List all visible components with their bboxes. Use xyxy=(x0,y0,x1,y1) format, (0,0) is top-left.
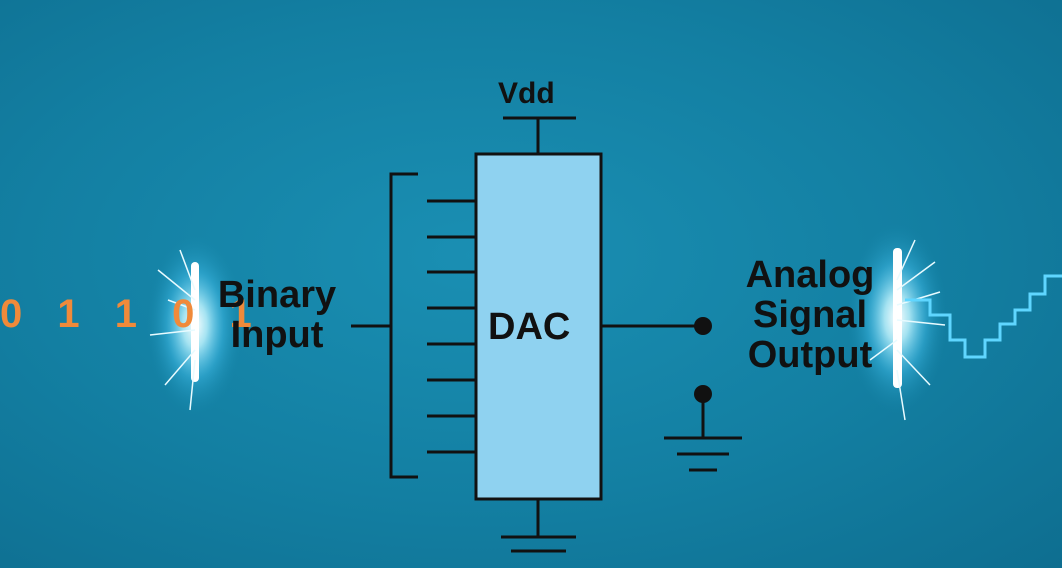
output-terminal xyxy=(694,317,712,335)
ground-symbol xyxy=(664,394,742,472)
input-lines xyxy=(427,199,476,454)
analog-waveform xyxy=(905,274,1062,359)
binary-input-line2: Input xyxy=(230,313,324,356)
analog-output-line1: Analog xyxy=(745,254,875,296)
analog-output-line3: Output xyxy=(747,333,873,376)
input-bracket xyxy=(351,172,418,479)
dac-ground xyxy=(501,499,576,553)
vdd-rail xyxy=(503,116,576,154)
vdd-label: Vdd xyxy=(498,77,555,110)
binary-input-label: Binary Input xyxy=(206,274,348,356)
input-spark xyxy=(147,235,243,415)
analog-output-label: Analog Signal Output xyxy=(726,254,894,376)
binary-bit-stream: 0 1 1 0 1 xyxy=(0,292,264,336)
binary-input-line1: Binary xyxy=(217,274,337,316)
analog-output-line2: Signal xyxy=(752,293,868,336)
output-spark xyxy=(847,223,947,421)
dac-block xyxy=(474,152,603,501)
dac-label: DAC xyxy=(488,306,571,348)
